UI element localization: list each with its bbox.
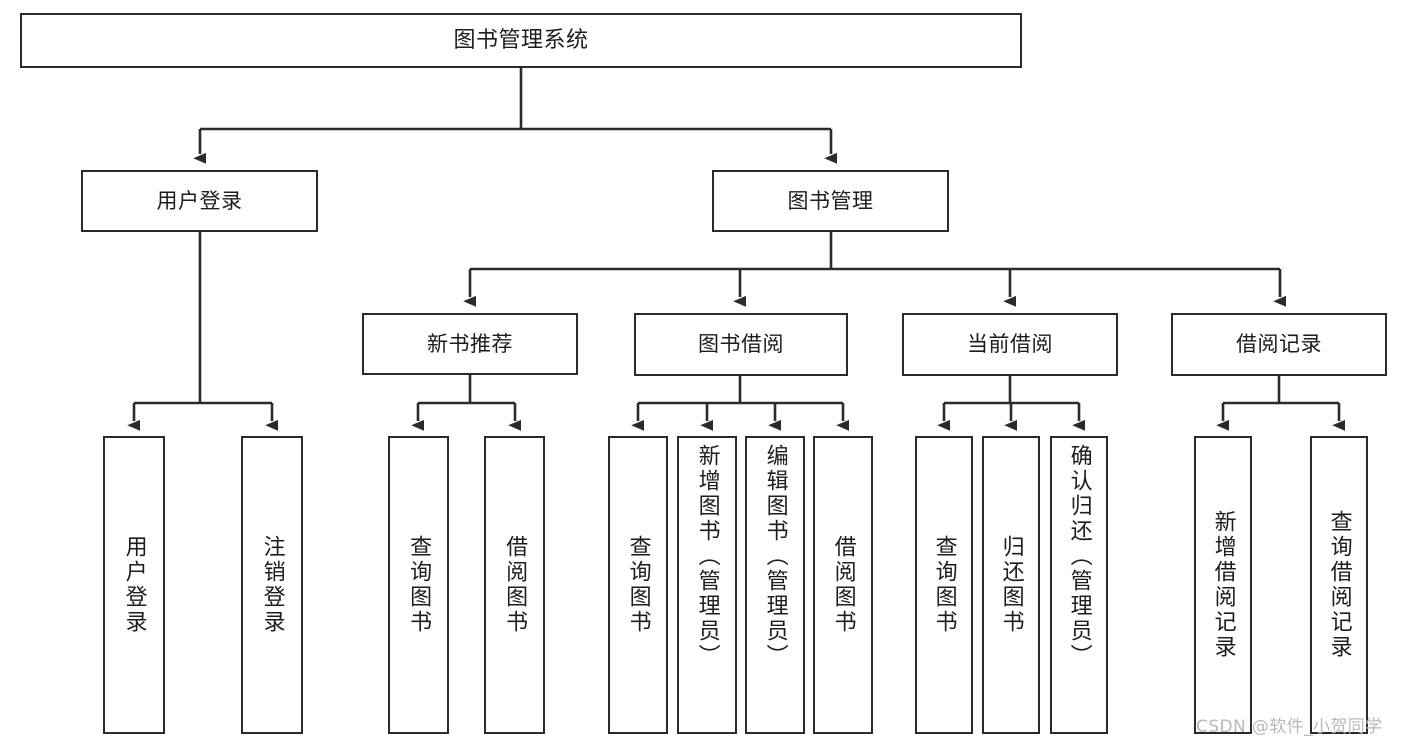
node-label: 借阅记录 xyxy=(1236,332,1322,357)
node-book-management[interactable]: 图书管理 xyxy=(712,170,949,232)
node-label: 注销登录 xyxy=(259,535,285,635)
node-borrow-record[interactable]: 借阅记录 xyxy=(1171,313,1387,376)
node-label: 查询图书 xyxy=(406,535,432,635)
node-new-book-recommend[interactable]: 新书推荐 xyxy=(362,313,578,375)
node-label: 用户登录 xyxy=(121,535,147,635)
node-book-borrow[interactable]: 图书借阅 xyxy=(634,313,848,376)
node-label: 确认归还（管理员） xyxy=(1066,444,1092,669)
node-label: 新书推荐 xyxy=(427,331,513,356)
node-user-login[interactable]: 用户登录 xyxy=(81,170,318,232)
node-label: 图书管理系统 xyxy=(453,27,589,53)
node-label: 编辑图书（管理员） xyxy=(762,444,788,669)
node-current-borrow[interactable]: 当前借阅 xyxy=(902,313,1118,376)
node-label: 新增借阅记录 xyxy=(1210,510,1236,660)
node-label: 查询图书 xyxy=(625,535,651,635)
csdn-watermark: CSDN @软件_小贺同学 xyxy=(1196,717,1383,737)
node-label: 新增图书（管理员） xyxy=(694,444,720,669)
node-label: 当前借阅 xyxy=(967,332,1053,357)
leaf-current-query-book[interactable]: 查询图书 xyxy=(915,436,973,734)
node-root-book-management-system[interactable]: 图书管理系统 xyxy=(20,13,1022,68)
leaf-record-add-borrow-record[interactable]: 新增借阅记录 xyxy=(1194,436,1252,734)
leaf-borrow-query-book[interactable]: 查询图书 xyxy=(608,436,668,734)
node-label: 用户登录 xyxy=(156,188,243,213)
node-label: 图书借阅 xyxy=(698,332,784,357)
leaf-recommend-query-book[interactable]: 查询图书 xyxy=(388,436,449,734)
leaf-current-confirm-return-admin[interactable]: 确认归还（管理员） xyxy=(1050,436,1108,734)
leaf-recommend-borrow-book[interactable]: 借阅图书 xyxy=(484,436,545,734)
leaf-borrow-borrow-book[interactable]: 借阅图书 xyxy=(813,436,873,734)
leaf-user-login[interactable]: 用户登录 xyxy=(103,436,165,734)
leaf-borrow-edit-book-admin[interactable]: 编辑图书（管理员） xyxy=(745,436,805,734)
node-label: 借阅图书 xyxy=(502,535,528,635)
node-label: 借阅图书 xyxy=(830,535,856,635)
node-label: 查询图书 xyxy=(931,535,957,635)
leaf-user-logout[interactable]: 注销登录 xyxy=(241,436,303,734)
node-label: 归还图书 xyxy=(998,535,1024,635)
node-label: 查询借阅记录 xyxy=(1326,510,1352,660)
leaf-current-return-book[interactable]: 归还图书 xyxy=(982,436,1040,734)
node-label: 图书管理 xyxy=(787,188,874,213)
leaf-borrow-add-book-admin[interactable]: 新增图书（管理员） xyxy=(677,436,737,734)
leaf-record-query-borrow-record[interactable]: 查询借阅记录 xyxy=(1310,436,1368,734)
